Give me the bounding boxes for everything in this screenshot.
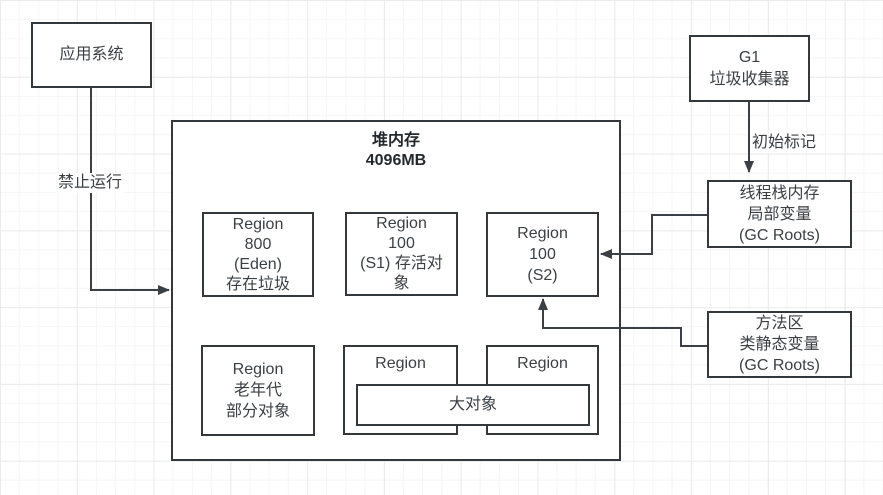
heap-title-line2: 4096MB [365,152,427,169]
node-app-system-label: 应用系统 [59,46,124,63]
region-s1-line1: Region [376,215,427,232]
thread-stack-line3: (GC Roots) [739,226,820,244]
region-old-line2: 老年代 [233,382,282,399]
node-big-object: 大对象 [356,384,590,426]
thread-stack-line2: 局部变量 [747,205,812,223]
thread-stack-line1: 线程栈内存 [739,184,820,202]
method-area-line2: 类静态变量 [739,336,820,353]
node-method-area: 方法区 类静态变量 (GC Roots) [707,311,852,378]
node-region-old-gen: Region 老年代 部分对象 [201,345,315,436]
node-g1-collector: G1 垃圾收集器 [689,35,810,102]
region-eden-line1: Region [232,215,284,233]
method-area-line1: 方法区 [755,315,804,332]
big-object-label: 大对象 [448,396,497,413]
region-eden-line4: 存在垃圾 [225,275,290,293]
region-old-line3: 部分对象 [225,403,290,420]
node-thread-stack: 线程栈内存 局部变量 (GC Roots) [707,180,852,248]
method-area-line3: (GC Roots) [739,357,820,374]
region-s1-line2: 100 [388,235,415,252]
node-region-s1: Region 100 (S1) 存活对 象 [345,212,458,296]
region-s2-line2: 100 [529,246,556,263]
region-eden-line3: (Eden) [233,255,283,273]
g1-line1: G1 [738,48,761,66]
region-right-label: Region [517,355,568,372]
region-old-line1: Region [232,361,284,378]
region-s2-line1: Region [517,225,568,242]
region-mid-label: Region [375,355,426,372]
region-s1-line4: 象 [393,275,410,292]
region-s1-line3: (S1) 存活对 [360,255,443,272]
node-app-system: 应用系统 [31,22,152,88]
node-region-s2: Region 100 (S2) [486,212,599,297]
edge-label-forbid-run: 禁止运行 [56,173,125,193]
region-eden-line2: 800 [244,235,272,253]
node-region-eden: Region 800 (Eden) 存在垃圾 [202,212,314,297]
region-s2-line3: (S2) [527,267,558,284]
heap-title: 堆内存 4096MB [171,131,621,171]
edge-label-initial-mark: 初始标记 [750,133,819,153]
g1-line2: 垃圾收集器 [709,70,790,88]
heap-title-line1: 堆内存 [371,132,420,149]
